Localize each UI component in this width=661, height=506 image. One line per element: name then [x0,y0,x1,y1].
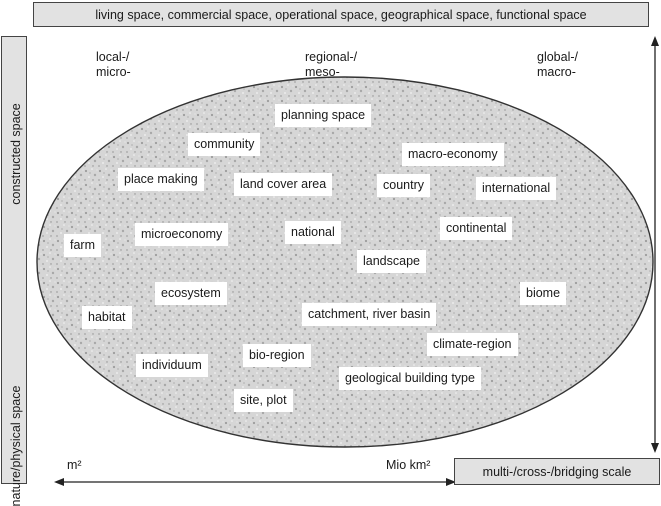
scale-ellipse [36,76,654,448]
term-international: international [476,177,557,200]
physical-space-label: nature/physical space [9,385,23,506]
space-axis-bar: constructed space nature/physical space [1,36,27,506]
scale-local-label: local-/ micro- [96,50,131,79]
term-individuum: individuum [136,354,208,377]
scale-regional-label: regional-/ meso- [305,50,358,79]
scale-global-label: global-/ macro- [537,50,578,79]
bridging-scale-box: multi-/cross-/bridging scale [454,458,660,485]
vertical-arrow [651,36,659,453]
term-ecosystem: ecosystem [155,282,227,305]
term-farm: farm [64,234,101,257]
space-types-bar: living space, commercial space, operatio… [33,2,649,27]
constructed-space-label: constructed space [9,103,23,205]
term-catchment: catchment, river basin [302,303,437,326]
term-climate-region: climate-region [427,333,518,356]
term-habitat: habitat [82,306,132,329]
term-bio-region: bio-region [243,344,311,367]
axis-max-label: Mio km² [386,458,431,472]
term-community: community [188,133,261,156]
term-place-making: place making [118,168,204,191]
term-geological-building-type: geological building type [339,367,481,390]
term-continental: continental [440,217,513,240]
term-national: national [285,221,341,244]
term-planning-space: planning space [275,104,372,127]
term-macro-economy: macro-economy [402,143,504,166]
term-land-cover-area: land cover area [234,173,333,196]
term-site-plot: site, plot [234,389,293,412]
term-landscape: landscape [357,250,426,273]
horizontal-arrow [54,478,456,486]
term-biome: biome [520,282,567,305]
term-microeconomy: microeconomy [135,223,229,246]
term-country: country [377,174,430,197]
axis-min-label: m² [67,458,82,472]
